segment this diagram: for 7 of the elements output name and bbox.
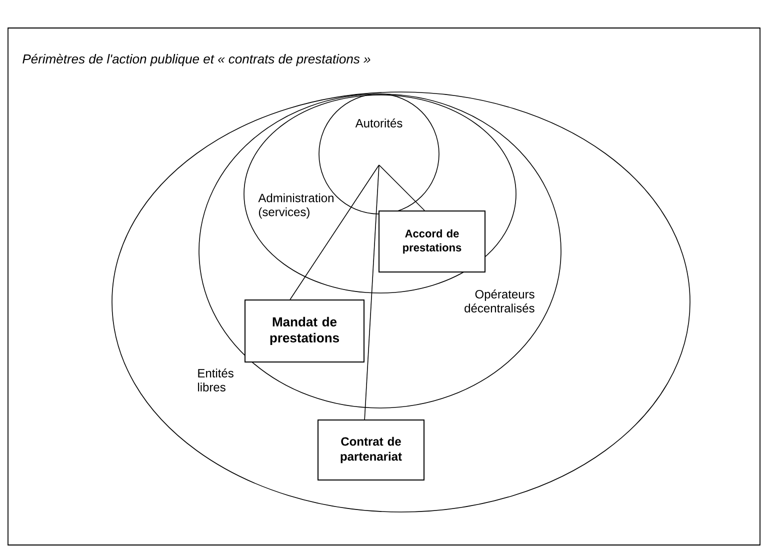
connector-line <box>290 164 380 300</box>
connector-line <box>378 164 425 211</box>
box: Mandat de prestations <box>244 300 364 362</box>
connector-line <box>364 164 380 420</box>
box: Accord de prestations <box>378 210 486 272</box>
title: Périmètres de l'action publique et « contrats de prestations » <box>22 54 370 66</box>
box: Contrat de partenariat <box>318 420 424 480</box>
